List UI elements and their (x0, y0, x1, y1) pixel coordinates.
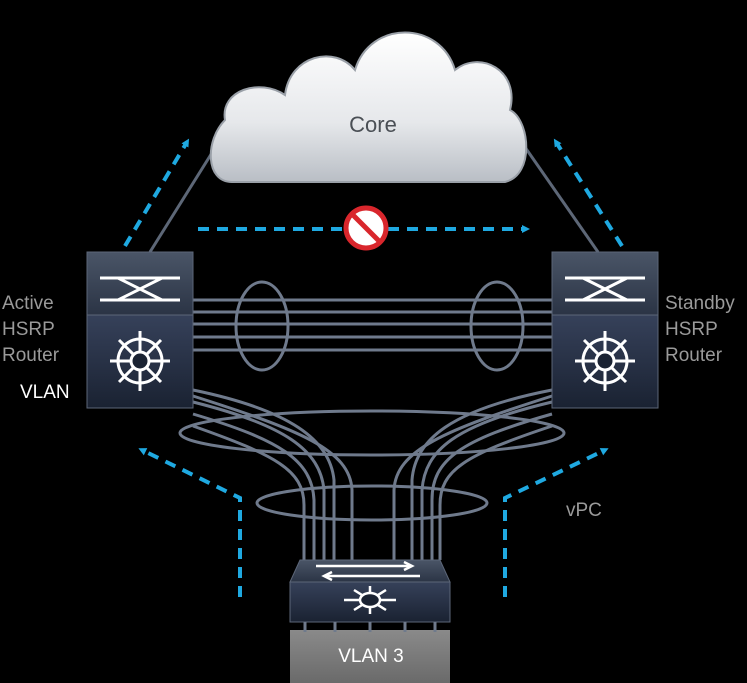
access-vlan-label: VLAN 3 (338, 646, 404, 667)
core-cloud (209, 31, 528, 183)
router-emblem-icon-right (575, 331, 635, 391)
core-label: Core (349, 112, 397, 137)
vpc-member-links (192, 388, 553, 560)
right-router-line1: Standby (665, 293, 735, 314)
arrow-access-to-right (503, 448, 609, 597)
right-router-line2: HSRP (665, 319, 718, 340)
left-switch (86, 251, 194, 409)
blocked-icon (343, 205, 389, 251)
access-emblem-icon (344, 586, 396, 614)
left-router-line3: Router (2, 345, 60, 366)
core-link-left (148, 139, 222, 253)
peer-link-bundle (193, 298, 552, 352)
vpc-label: vPC (566, 500, 602, 521)
vpc-ring-upper (178, 409, 566, 457)
right-router-line3: Router (665, 345, 723, 366)
peer-link-ring-right (469, 280, 525, 372)
traffic-arrows (123, 138, 624, 597)
router-emblem-icon-left (110, 331, 170, 391)
left-router-line2: HSRP (2, 319, 55, 340)
access-switch (289, 559, 451, 683)
left-router-line1: Active (2, 293, 54, 314)
arrow-right-up-core (553, 138, 624, 248)
core-link-right (518, 139, 600, 253)
left-router-vlan: VLAN (20, 382, 70, 403)
peer-link-ring-left (234, 280, 290, 372)
arrow-access-to-left (138, 448, 242, 597)
vpc-ring-lower (255, 484, 489, 522)
arrow-left-up-core (123, 138, 190, 248)
access-vlan-base (290, 630, 450, 683)
